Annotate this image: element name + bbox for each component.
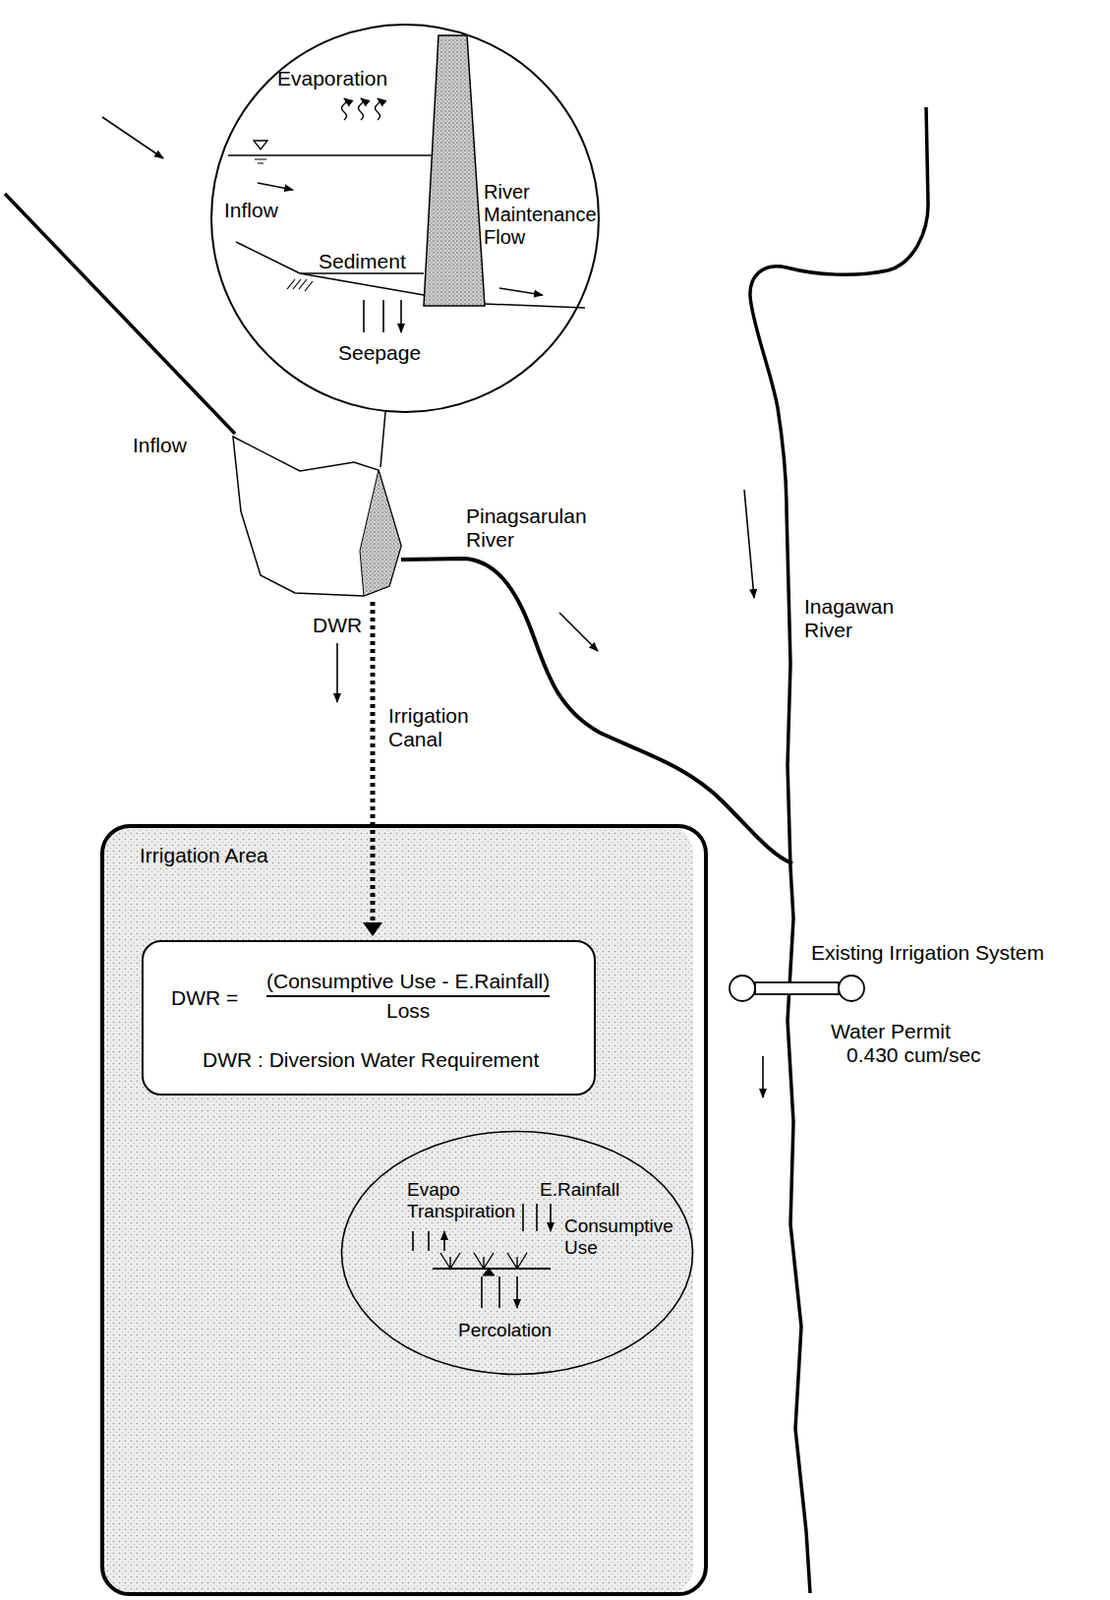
formula-box: DWR = (Consumptive Use - E.Rainfall)LossD… [141,939,596,1096]
irrigation-area-ground [100,823,694,1596]
formula-box-text: (Consumptive Use - E.Rainfall) [266,969,550,997]
consumptive-use-ellipse-text: E.Rainfall [539,1178,620,1201]
inflow-river-part [102,116,164,159]
inset-drawing-part [257,182,293,190]
inset-drawing-part [287,279,313,292]
irrigation-canal-part [336,642,339,702]
irrigation-canal [337,601,383,936]
reservoir [233,411,402,596]
inagawan-river [744,107,929,1593]
irrigation-area: Irrigation AreaDWR = (Consumptive Use - E… [100,823,708,1596]
existing-intake [729,975,865,1001]
inset-drawing [228,35,585,333]
reservoir-part [233,436,402,596]
inset-drawing-part [228,154,439,157]
formula-box-text: DWR = [171,986,238,1010]
inagawan-river-part [761,1055,764,1098]
inset-drawing-part [235,241,424,295]
inset-drawing-part [254,159,267,164]
inset-circle-text: Evaporation [277,66,388,91]
system-label: Existing Irrigation System [811,940,1045,965]
inset-drawing-part [423,35,485,306]
inset-drawing-part [375,98,381,120]
consumptive-use-ellipse-text: Consumptive Use [564,1215,674,1259]
river-name: Inagawan River [804,594,894,643]
inset-drawing-part [253,140,268,150]
inset-drawing-part [358,98,364,120]
irrigation-canal-part [370,601,376,929]
inset-drawing-part [499,288,543,295]
inflow-river-part [4,193,235,434]
existing-intake-part [755,982,839,994]
pinagsarulan-river-part [559,612,598,651]
ellipse-outline [342,1131,694,1375]
consumptive-use-ellipse: Evapo Transpiration E.RainfallConsumptive… [340,1129,695,1376]
crop-symbols-part [523,1203,551,1231]
crop-symbols-part [481,1276,518,1308]
crop-symbols-part [412,1230,445,1251]
permit-label: Water Permit 0.430 cum/sec [830,1019,994,1067]
inflow-river [4,116,235,434]
inset-drawing-part [363,299,402,333]
inset-circle-text: River Maintenance Flow [483,180,597,249]
canal-label: Irrigation Canal [388,703,469,752]
inset-drawing-part [342,98,348,120]
inagawan-river-part [750,107,929,1593]
existing-intake-part [729,975,756,1001]
inset-drawing-part [299,272,424,275]
inflow-label: Inflow [132,433,187,458]
consumptive-use-ellipse-text: Evapo Transpiration [407,1178,516,1223]
crop-symbols-part [482,1268,495,1276]
inset-circle-text: Seepage [338,341,421,365]
inset-circle-text: Sediment [318,249,407,274]
formula-box-text: DWR : Diversion Water Requirement [202,1048,539,1072]
inset-circle-text: Inflow [224,198,279,223]
crop-symbols-part [440,1252,527,1269]
reservoir-part [359,469,402,596]
dwr-label: DWR [312,613,362,638]
irrigation-area-ground-part [100,823,694,1596]
existing-intake-part [838,975,865,1001]
formula-box-text: Loss [386,998,430,1023]
inset-circle: EvaporationInflowSediment River Maintenan… [210,23,600,413]
river-name: Pinagsarulan River [466,504,587,552]
irrigation-canal-part [362,922,383,936]
reservoir-part [380,411,386,468]
consumptive-use-ellipse-text: Percolation [458,1319,552,1342]
inset-drawing-part [484,303,585,308]
irrigation-area-text: Irrigation Area [139,843,269,868]
inagawan-river-part [744,489,755,598]
